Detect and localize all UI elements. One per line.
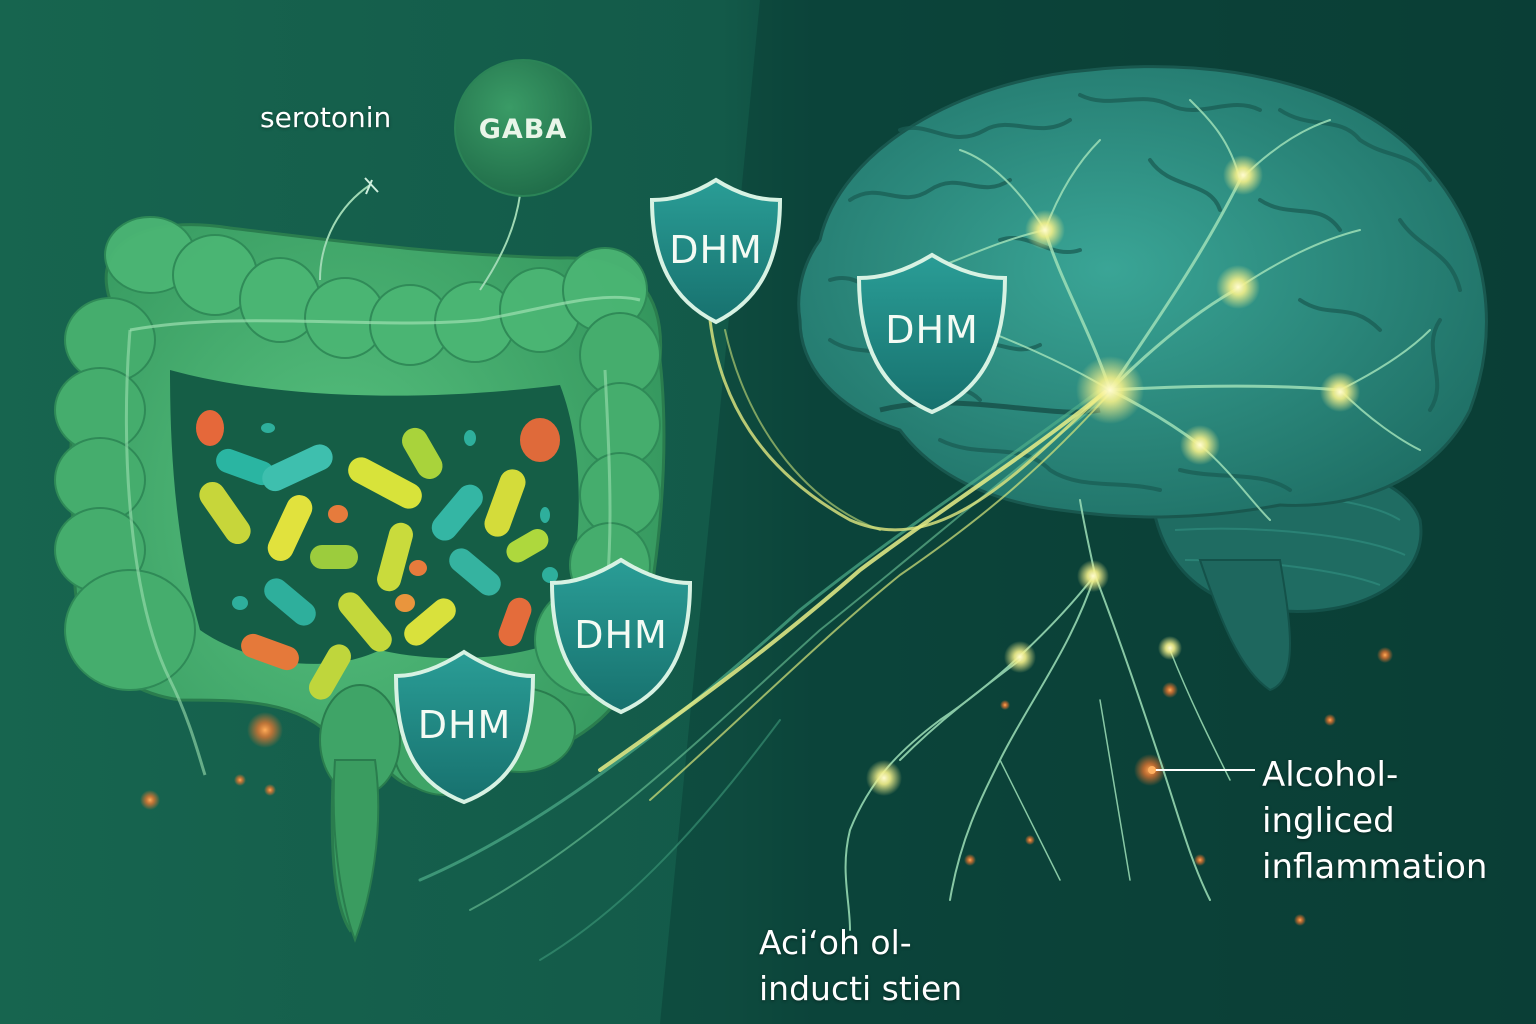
alcohol-inflammation-line-2: ingliced xyxy=(1262,801,1395,841)
gaba-label: GABA xyxy=(478,113,568,145)
alcohol-induction-line-1: Aciʻoh ol- xyxy=(759,923,912,962)
alcohol-induction-label: Aciʻoh ol- inducti stien xyxy=(759,920,962,1012)
dhm-label-gut-right: DHM xyxy=(574,613,668,657)
serotonin-pointer-tick xyxy=(364,177,379,195)
alcohol-inflammation-label: Alcohol- ingliced inflammation xyxy=(1262,752,1487,890)
neuron-glow-nodes xyxy=(866,155,1360,796)
inflammation-pointer-dot xyxy=(1148,766,1156,774)
vagus-nerve-fibers xyxy=(418,318,1111,961)
dhm-label-gut-bottom: DHM xyxy=(417,703,512,747)
dhm-shield-gut-bottom xyxy=(393,649,536,805)
brain xyxy=(797,65,1488,692)
alcohol-induction-line-2: inducti stien xyxy=(759,969,963,1008)
gaba-pointer-line xyxy=(479,194,521,291)
alcohol-inflammation-line-3: inflammation xyxy=(1262,847,1488,887)
dhm-shield-brain xyxy=(856,252,1008,415)
alcohol-inflammation-line-1: Alcohol- xyxy=(1262,755,1399,795)
gaba-bubble xyxy=(454,59,592,197)
dhm-label-brain: DHM xyxy=(885,308,979,352)
dhm-label-top: DHM xyxy=(669,228,763,272)
gut-bacteria xyxy=(196,410,560,700)
serotonin-pointer-line xyxy=(319,184,371,281)
dhm-shield-gut-right xyxy=(549,557,693,715)
serotonin-label: serotonin xyxy=(260,101,392,134)
dhm-shield-top xyxy=(649,177,783,325)
